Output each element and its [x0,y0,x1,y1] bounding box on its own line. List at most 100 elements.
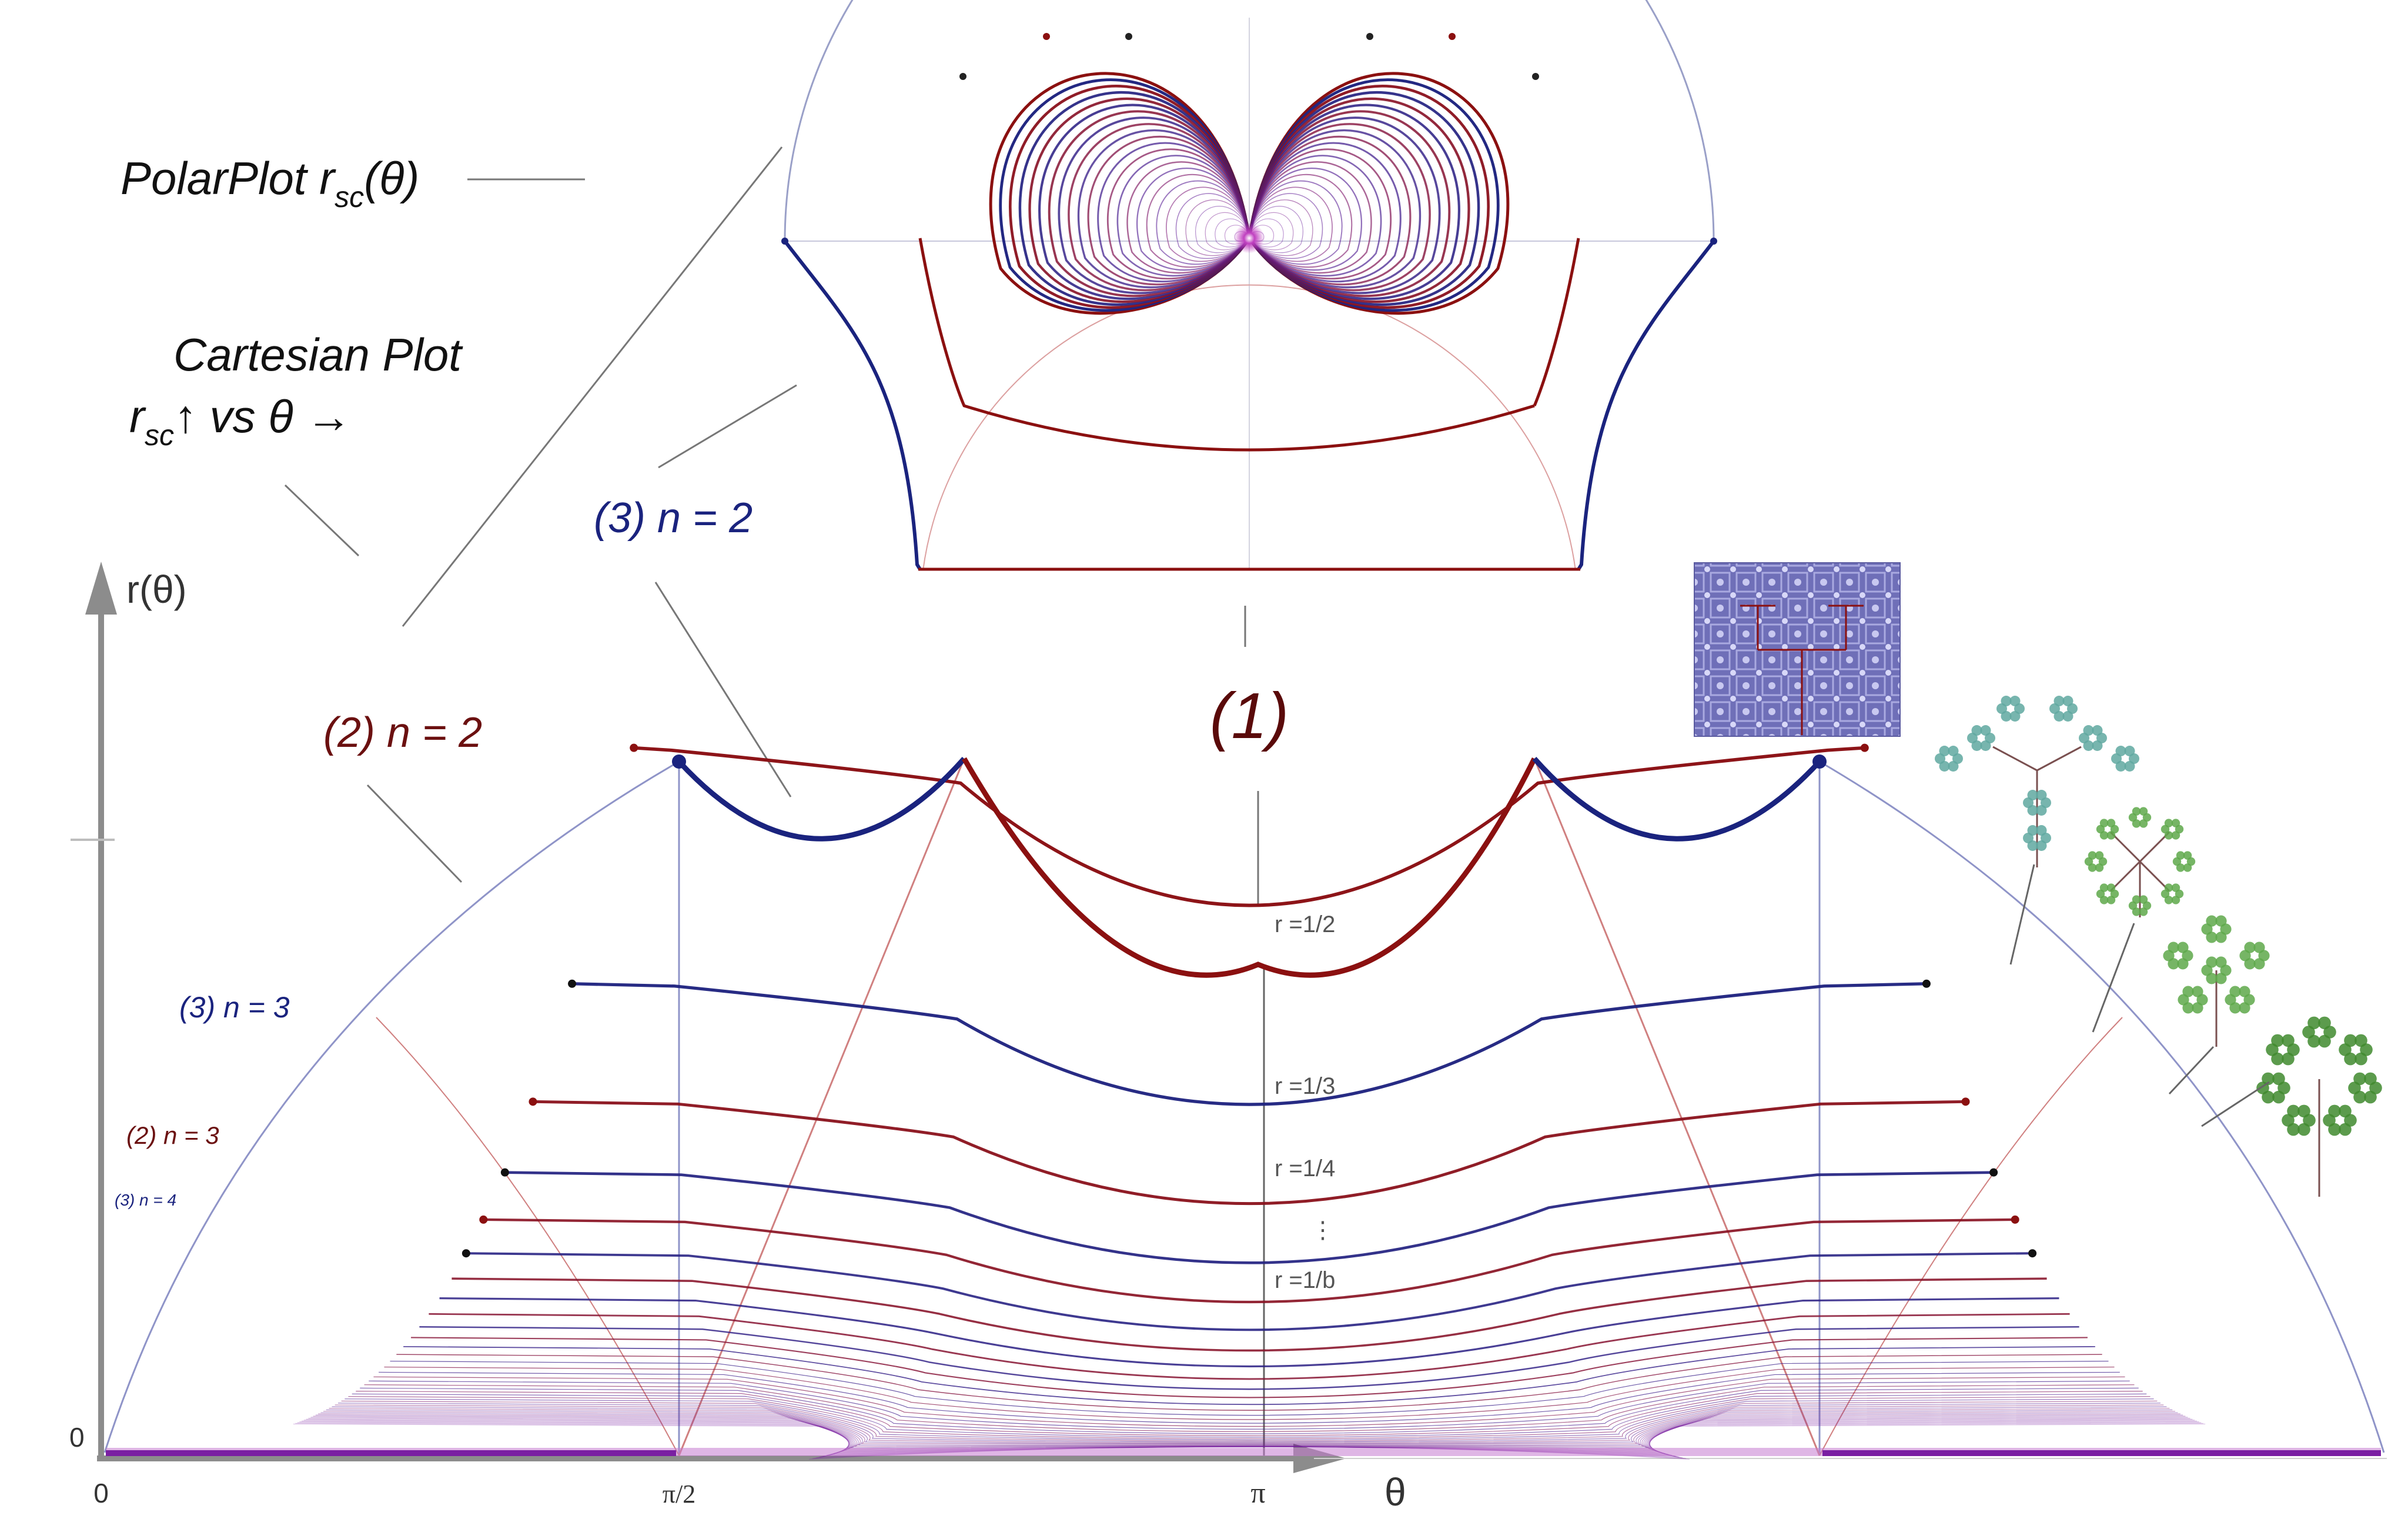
fractal-blob [2106,896,2116,904]
leader-3-n2-a [658,384,797,469]
fractal-blob [2027,804,2038,816]
fractal-blob [2175,824,2184,834]
polar-node-top5 [1449,33,1456,40]
polar-lobe [1136,167,1250,271]
polar-lobe [1097,142,1250,283]
fractal-blob [2297,1123,2310,1136]
fractal-blob [1985,733,1995,743]
leader-tree1 [2009,864,2035,965]
cartesian-curve [369,1380,2130,1430]
fractal-blob [2171,883,2180,892]
fractal-blob [2344,1034,2357,1047]
top-red-curve [962,757,1537,978]
cartesian-curve [504,1171,1994,1264]
fractal-blob [2110,824,2119,834]
cartesian-axis-label: rsc↑ vs θ → [129,390,352,452]
polar-lobe [1248,110,1451,298]
fractal-blob [2099,819,2109,827]
fractal-blob [2328,1123,2341,1136]
polar-lobe [1248,148,1392,280]
fractal-blob [2183,863,2192,872]
polar-lobe [1249,180,1343,265]
fractal-blob [2201,923,2213,935]
fractal-blob [2160,824,2170,834]
cartesian-curve [323,1411,2175,1447]
fractal-blob [2364,1072,2377,1086]
fractal-blob [2132,807,2141,816]
polar-node-top1 [959,73,966,80]
fractal-blob [2348,1081,2361,1094]
x-tick-pi: π [1250,1476,1265,1509]
fractal-blob [2083,740,2094,751]
fractal-blob [2271,1034,2284,1047]
fractal-blob [2111,753,2122,764]
cartesian-curve [318,1413,2180,1450]
leader-polar-cart [402,146,783,627]
fractal-blob [2009,710,2021,722]
cartesian-curve [452,1277,2047,1352]
x-axis-label: θ [1384,1470,1406,1514]
fractal-blob [2124,746,2135,757]
cartesian-curve [634,746,1865,907]
fractal-blob [2099,883,2109,892]
pentagon-fractal-icon [2163,915,2270,1047]
fractal-blob [2009,696,2021,707]
label-1: (1) [1210,680,1289,752]
fractal-blob [2244,958,2256,970]
polar-red-band-1 [918,238,1535,452]
polar-node-top6 [1532,73,1539,80]
fractal-blob [2215,932,2227,943]
fractal-blob [2262,1072,2275,1086]
fractal-blob [2323,1114,2336,1127]
label-r-third: r =1/3 [1275,1073,1335,1099]
fractal-blob [2041,797,2051,808]
cartesian-curve [313,1416,2186,1452]
fractal-blob [2177,958,2189,970]
cartesian-curve [356,1391,2143,1436]
fractal-blob [2266,1043,2279,1056]
curve-node [2028,1249,2037,1258]
cartesian-curve [390,1360,2109,1416]
cartesian-curve [364,1384,2135,1432]
label-3-n3: (3) n = 3 [179,991,290,1024]
label-2-n3: (2) n = 3 [126,1121,219,1149]
fractal-blob [2318,1016,2331,1030]
cartesian-curve [379,1371,2120,1424]
fractal-blob [2277,1081,2290,1094]
fractal-blob [2355,1034,2367,1047]
polar-lobe [1248,161,1372,274]
fractal-blob [1939,760,1950,772]
square-fractal-icon [2084,807,2196,917]
polar-lobe [1195,206,1250,253]
polar-lobe [1249,212,1294,251]
fractal-blob [2001,696,2012,707]
cartesian-curve [483,1218,2015,1304]
fractal-blob [2220,923,2232,935]
fractal-blob [2307,1016,2320,1030]
cartesian-curve [373,1376,2125,1427]
fractal-blob [2272,1090,2285,1104]
polar-lobe [1249,186,1333,262]
fractal-blob [2239,950,2251,962]
fractal-blob [2115,746,2126,757]
fractal-blob [2054,696,2065,707]
fractal-blob [2192,986,2203,997]
fractal-blob [1996,703,2007,714]
polar-lobe [1249,199,1313,256]
heptagon-fractal-icon [2256,1016,2382,1197]
curve-node [1860,743,1869,752]
polar-lobe [1126,161,1250,274]
cartesian-curves [293,743,2206,1460]
cartesian-curve [429,1313,2070,1380]
cartesian-plot: r(θ) θ 0 0 π/2 π r =1/2 r =1/3 r =1/4 ⋮ … [69,562,2387,1514]
top-blue-scallop-left [677,757,966,842]
crease-r2 [1819,1017,2123,1456]
curve-node [1989,1168,1998,1177]
fractal-blob [2124,760,2135,772]
fractal-blob [2215,956,2227,968]
cartesian-plot-label: Cartesian Plot [173,329,463,380]
crease-l2 [376,1017,680,1456]
cartesian-curve [352,1393,2147,1438]
polar-lobe [1087,135,1250,286]
